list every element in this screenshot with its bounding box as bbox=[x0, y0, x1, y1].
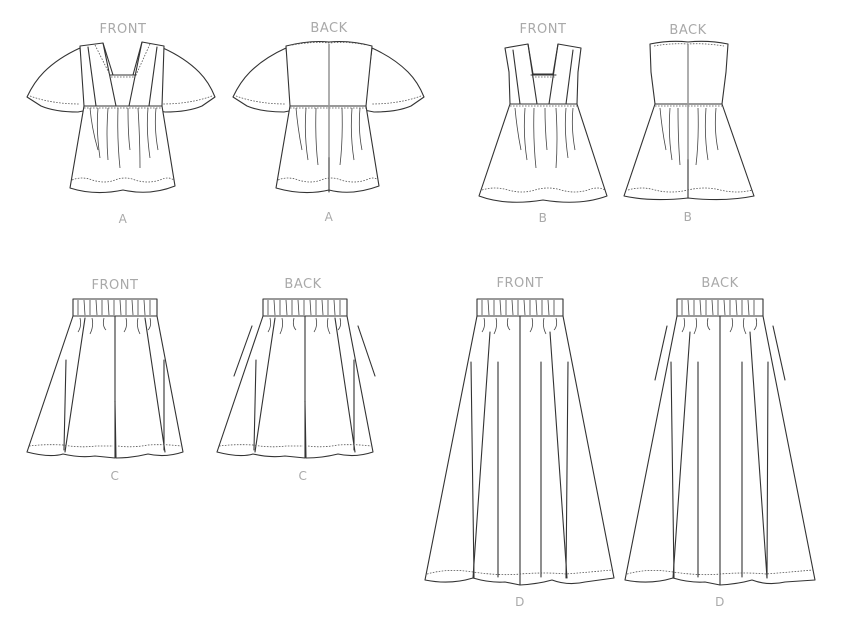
view-c-back-label: BACK bbox=[284, 277, 322, 292]
view-c-front-letter: C bbox=[110, 469, 120, 483]
view-a-back-drawing bbox=[232, 40, 425, 194]
view-a-front-drawing bbox=[26, 41, 216, 194]
view-c-back-drawing bbox=[216, 298, 376, 459]
view-b-back-drawing bbox=[623, 40, 755, 201]
view-a-back-letter: A bbox=[324, 210, 334, 224]
view-a-back-label: BACK bbox=[310, 21, 348, 36]
view-b-front-letter: B bbox=[538, 211, 548, 225]
view-d-back-drawing bbox=[624, 298, 816, 586]
view-d-front-drawing bbox=[424, 298, 615, 586]
view-a-front-letter: A bbox=[118, 212, 128, 226]
view-c-back-letter: C bbox=[298, 469, 308, 483]
view-b-front-drawing bbox=[478, 43, 608, 203]
view-c-front-drawing bbox=[26, 298, 184, 459]
view-d-front-letter: D bbox=[515, 595, 525, 609]
view-b-back-letter: B bbox=[683, 210, 693, 224]
view-d-back-label: BACK bbox=[701, 276, 739, 291]
view-d-back-letter: D bbox=[715, 595, 725, 609]
view-c-front-label: FRONT bbox=[91, 278, 139, 293]
view-a-front-label: FRONT bbox=[99, 22, 147, 37]
view-b-back-label: BACK bbox=[669, 23, 707, 38]
view-d-front-label: FRONT bbox=[496, 276, 544, 291]
view-b-front-label: FRONT bbox=[519, 22, 567, 37]
